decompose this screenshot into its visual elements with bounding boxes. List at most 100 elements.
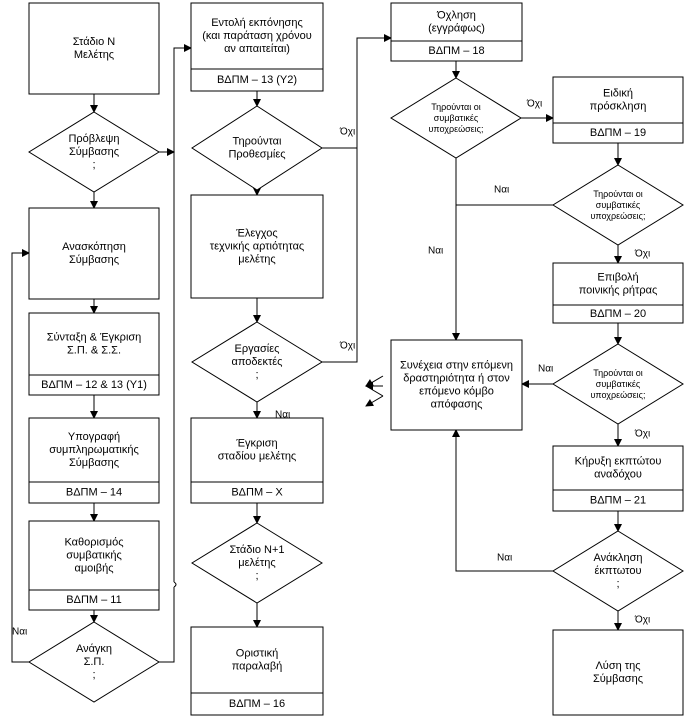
box-text-line: απόφασης (431, 399, 483, 411)
diamond-text-line: συμβατικές (596, 200, 641, 210)
box-outline (190, 417, 324, 504)
box-text-line: Συνέχεια στην επόμενη (400, 360, 513, 372)
box-text-line: Λύση της (595, 660, 640, 672)
box-outline (190, 194, 324, 299)
box-text-line: ποινικής ρήτρας (579, 285, 658, 297)
box-form-code: ΒΔΠΜ – Χ (231, 487, 283, 499)
box-text-line: (και παράταση χρόνου (202, 30, 312, 42)
box-text-line: Σύμβασης (69, 457, 119, 469)
box-text-line: Επιβολή (597, 272, 638, 284)
diamond-text-line: συμβατικές (434, 113, 479, 123)
diamond-text-line: Πρόβλεψη (68, 133, 119, 145)
box-text-line: Έλεγχος (235, 228, 277, 240)
box-form-code: ΒΔΠΜ – 19 (590, 127, 646, 139)
diamond-outline (28, 111, 160, 193)
box-form-code: ΒΔΠΜ – 12 & 13 (Υ1) (41, 379, 147, 391)
diamond-text-line: Τηρούνται οι (593, 189, 643, 199)
diamond-text-line: Τηρούνται οι (593, 368, 643, 378)
box-text-line: μελέτης (238, 254, 275, 266)
box-text-line: συμπληρωματικής (49, 444, 139, 456)
box-text-line: Όχληση (436, 10, 476, 22)
box-outline (190, 626, 324, 716)
box-outline (28, 2, 160, 95)
connector-line (159, 587, 175, 663)
box-outline (28, 207, 160, 300)
box-outline (390, 2, 523, 62)
box-form-code: ΒΔΠΜ – 20 (590, 308, 646, 320)
box-outline (190, 2, 324, 92)
box-text-line: Έγκριση (235, 438, 277, 450)
box-text-line: Ανασκόπηση (62, 241, 126, 253)
box-outline (552, 629, 684, 716)
diamond-text-line: Ανάκληση (593, 552, 642, 564)
diamond-text-line: αποδεκτές (232, 356, 283, 368)
diamond-text-line: ; (616, 578, 619, 590)
diamond-text-line: συμβατικές (596, 379, 641, 389)
diamond-text-line: Ανάγκη (76, 643, 112, 655)
edge-label: Ναι (538, 364, 553, 375)
box-text-line: Σ.Π. & Σ.Σ. (67, 345, 121, 357)
box-text-line: Ειδική (603, 88, 633, 100)
box-outline (28, 417, 160, 504)
diamond-text-line: Σύμβασης (69, 146, 119, 158)
diamond-outline (390, 77, 522, 159)
diamond-text-line: υποχρεώσεις; (590, 390, 645, 400)
diamond-text-line: υποχρεώσεις; (428, 124, 483, 134)
edge-label: Όχι (339, 341, 355, 352)
connector-line (365, 385, 384, 397)
connector-line (322, 148, 358, 363)
box-text-line: Οριστική (236, 648, 278, 660)
box-outline (28, 520, 160, 611)
box-text-line: Υπογραφή (68, 431, 120, 443)
edge-label: Όχι (339, 127, 355, 138)
box-text-line: Σύμβασης (69, 254, 119, 266)
box-text-line: παραλαβή (232, 661, 283, 673)
box-text-line: Σύμβασης (593, 673, 643, 685)
connector-line (452, 429, 553, 572)
box-text-line: επόμενο κόμβο (419, 386, 494, 398)
edge-label: Όχι (634, 249, 650, 260)
box-form-code: ΒΔΠΜ – 13 (Υ2) (217, 74, 297, 86)
box-form-code: ΒΔΠΜ – 14 (66, 487, 122, 499)
edge-label: Ναι (428, 246, 443, 257)
diamond-outline (28, 621, 160, 703)
box-text-line: αμοιβής (74, 563, 113, 575)
connector-line (11, 249, 30, 663)
box-text-line: Καθορισμός (64, 537, 123, 549)
process-box-b10: Όχληση(εγγράφως)ΒΔΠΜ – 18 (390, 2, 523, 62)
connector-line (365, 375, 384, 387)
edge-label: Ναι (275, 410, 290, 421)
box-form-code: ΒΔΠΜ – 11 (66, 594, 121, 606)
diamond-outline (552, 530, 684, 612)
box-outline (28, 312, 160, 396)
box-outline (390, 339, 523, 431)
box-text-line: Εντολή εκπόνησης (211, 17, 303, 29)
box-text-line: Στάδιο Ν (73, 36, 116, 48)
box-form-code: ΒΔΠΜ – 16 (229, 698, 285, 710)
diamond-text-line: μελέτης (238, 557, 275, 569)
edge-label: Ναι (497, 553, 512, 564)
box-text-line: σταδίου μελέτης (218, 451, 297, 463)
diamond-text-line: ; (255, 570, 258, 582)
box-form-code: ΒΔΠΜ – 18 (428, 45, 484, 57)
connector-line (173, 44, 192, 582)
diamond-outline (191, 522, 323, 604)
box-text-line: συμβατικής (66, 550, 122, 562)
